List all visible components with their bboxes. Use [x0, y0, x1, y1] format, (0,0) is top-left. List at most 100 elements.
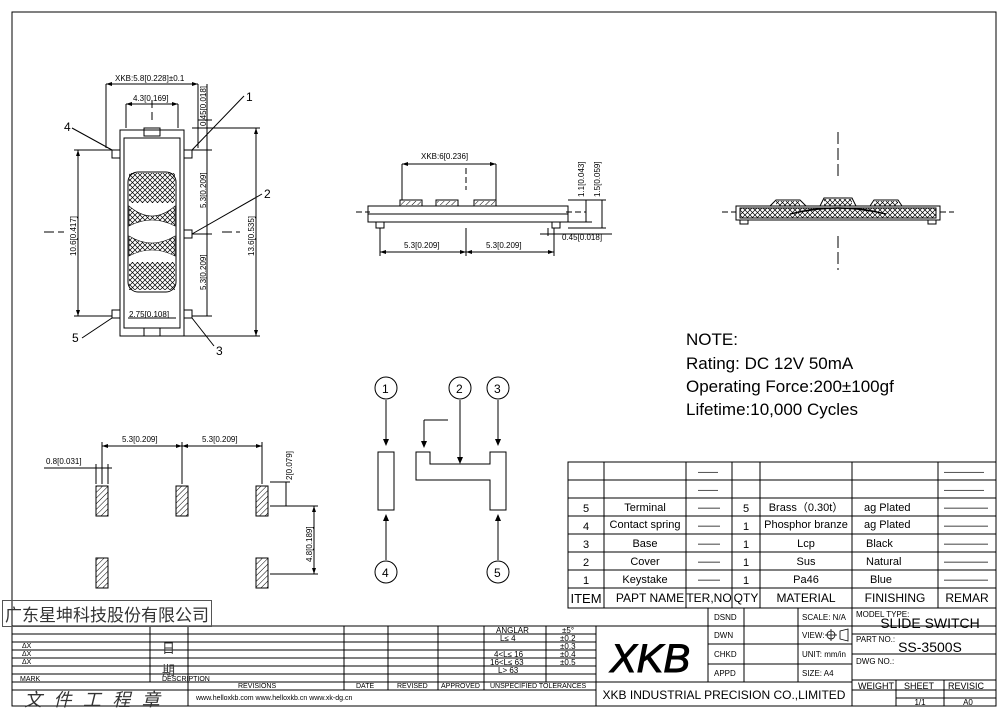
approval-block: DSND DWN CHKD APPD SCALE: N/A VIEW: UNIT… — [714, 613, 847, 678]
bom-row-material: Sus — [797, 556, 816, 568]
top-dim-tab: 0.45[0.018] — [199, 86, 208, 126]
date-stamp-bottom: 期 — [162, 664, 176, 679]
bom-blank-ter-1: —— — [698, 467, 718, 478]
rev-description-label: DESCRIPTION — [162, 676, 210, 683]
bom-row-name: Base — [632, 538, 657, 550]
bom-row-ter: —— — [698, 502, 720, 514]
bom-row-remark: ———— — [944, 574, 988, 586]
bom-header-name: PAPT NAME — [616, 591, 684, 605]
bom-header-qty: QTY — [734, 591, 759, 605]
appd-label: APPD — [714, 669, 736, 678]
bom-row-name: Contact spring — [610, 519, 681, 531]
date-stamp-top: 日 — [162, 642, 176, 657]
rev-mark-label: MARK — [20, 676, 41, 683]
rev-revisions-label: REVISIONS — [238, 683, 276, 690]
company-name: XKB INDUSTRIAL PRECISION CO.,LIMITED — [603, 688, 846, 702]
footprint-view — [44, 442, 318, 589]
note-lifetime: Lifetime:10,000 Cycles — [686, 400, 858, 419]
bom-row-remark: ———— — [944, 520, 988, 532]
top-view-arrows — [76, 82, 258, 336]
rev-mark-1: ΔX — [22, 643, 32, 650]
bom-row-name: Keystake — [622, 574, 667, 586]
side-dim-h1: 1.1[0.043] — [577, 161, 586, 197]
side-dim-left: 5.3[0.209] — [404, 241, 440, 250]
callout-1: 1 — [246, 90, 253, 104]
tol-value: ±0.2 — [560, 634, 576, 643]
bom-row-material: Brass（0.30t） — [769, 501, 844, 514]
bom-row-name: Cover — [630, 556, 660, 568]
sheet-value: 1/1 — [914, 698, 926, 707]
side-dim-h2: 1.5[0.059] — [593, 161, 602, 197]
bom-row-finishing: Black — [866, 538, 893, 550]
size-label: SIZE: A4 — [802, 669, 834, 678]
side-view — [356, 163, 612, 256]
chkd-label: CHKD — [714, 650, 737, 659]
callout-3: 3 — [216, 344, 223, 358]
schematic-pin-3: 3 — [494, 382, 501, 396]
bom-blank-rem-2: ———— — [944, 485, 984, 496]
part-value: SS-3500S — [898, 639, 962, 655]
tol-value: ±0.4 — [560, 650, 576, 659]
bom-row-material: Phosphor branze — [764, 519, 848, 531]
top-dim-total: 13.6[0.535] — [247, 216, 256, 256]
top-dim-width: XKB:5.8[0.228]±0.1 — [115, 74, 185, 83]
model-block: MODEL TYPE: SLIDE SWITCH PART NO.: SS-35… — [856, 610, 985, 707]
bom-row-material: Pa46 — [793, 574, 819, 586]
company-logo: XKB — [609, 637, 690, 681]
top-dim-pitch-a: 5.3[0.209] — [199, 172, 208, 208]
bom-header-remark: REMAR — [945, 591, 989, 605]
tol-label: L≤ 4 — [500, 634, 516, 643]
dwn-label: DWN — [714, 631, 733, 640]
tol-label: ANGLAR — [496, 626, 529, 635]
top-dim-pitch-b: 5.3[0.209] — [199, 254, 208, 290]
schematic — [374, 376, 510, 584]
bom-rows: 5 Terminal —— 5 Brass（0.30t） ag Plated —… — [583, 501, 988, 587]
dwg-label: DWG NO.: — [856, 657, 894, 666]
bom-row-qty: 5 — [743, 503, 749, 515]
footprint-arrows — [102, 444, 316, 574]
tolerance-block: ANGLAR ±5° L≤ 4 ±0.2 4<L≤ 16 ±0.3 16<L≤ … — [490, 626, 587, 690]
side-dim-right: 5.3[0.209] — [486, 241, 522, 250]
bom-row-item: 2 — [583, 557, 589, 569]
rev-date-label: DATE — [356, 683, 374, 690]
unit-label: UNIT: mm/in — [802, 650, 846, 659]
bom-blank-ter-2: —— — [698, 485, 718, 496]
side-dim-tab: 0.45[0.018] — [562, 233, 602, 242]
bom-row-finishing: Natural — [866, 556, 901, 568]
bom-row-remark: ———— — [944, 502, 988, 514]
top-dim-inner: 4.3[0.169] — [133, 94, 169, 103]
bom-row-ter: —— — [698, 556, 720, 568]
footprint-dim-pad-h: 2[0.079] — [285, 451, 294, 480]
tol-value: ±0.3 — [560, 642, 576, 651]
rev-mark-2: ΔX — [22, 651, 32, 658]
side-dim-width: XKB:6[0.236] — [421, 152, 468, 161]
footprint-dim-b: 5.3[0.209] — [202, 435, 238, 444]
revision-block: ΔX ΔX ΔX MARK DESCRIPTION REVISIONS DATE… — [20, 643, 480, 702]
bom-header-finishing: FINISHING — [865, 591, 926, 605]
schematic-pin-4: 4 — [382, 566, 389, 580]
revision-label: REVISIC — [948, 681, 985, 691]
bom-header-item: ITEM — [570, 591, 601, 606]
top-dim-height: 10.6[0.417] — [69, 216, 78, 256]
sheet-label: SHEET — [904, 681, 935, 691]
bom-row-finishing: ag Plated — [864, 502, 910, 514]
weight-label: WEIGHT — [858, 681, 894, 691]
rev-revised-label: REVISED — [397, 683, 428, 690]
tol-label: 16<L≤ 63 — [490, 658, 524, 667]
footprint-dim-row: 4.8[0.189] — [305, 526, 314, 562]
bom-row-finishing: ag Plated — [864, 519, 910, 531]
part-label: PART NO.: — [856, 635, 895, 644]
note-force: Operating Force:200±100gf — [686, 377, 894, 396]
bom-row-material: Lcp — [797, 538, 815, 550]
scale-label: SCALE: N/A — [802, 613, 847, 622]
document-stamp: 文 件 工 程 章 — [24, 690, 160, 711]
section-view — [722, 132, 954, 270]
tol-value: ±5° — [562, 626, 574, 635]
projection-icon — [825, 628, 849, 642]
revision-value: A0 — [963, 698, 973, 707]
schematic-pin-1: 1 — [382, 382, 389, 396]
schematic-pin-5: 5 — [494, 566, 501, 580]
top-view — [44, 83, 263, 347]
tol-label: 4<L≤ 16 — [494, 650, 524, 659]
dsnd-label: DSND — [714, 613, 737, 622]
